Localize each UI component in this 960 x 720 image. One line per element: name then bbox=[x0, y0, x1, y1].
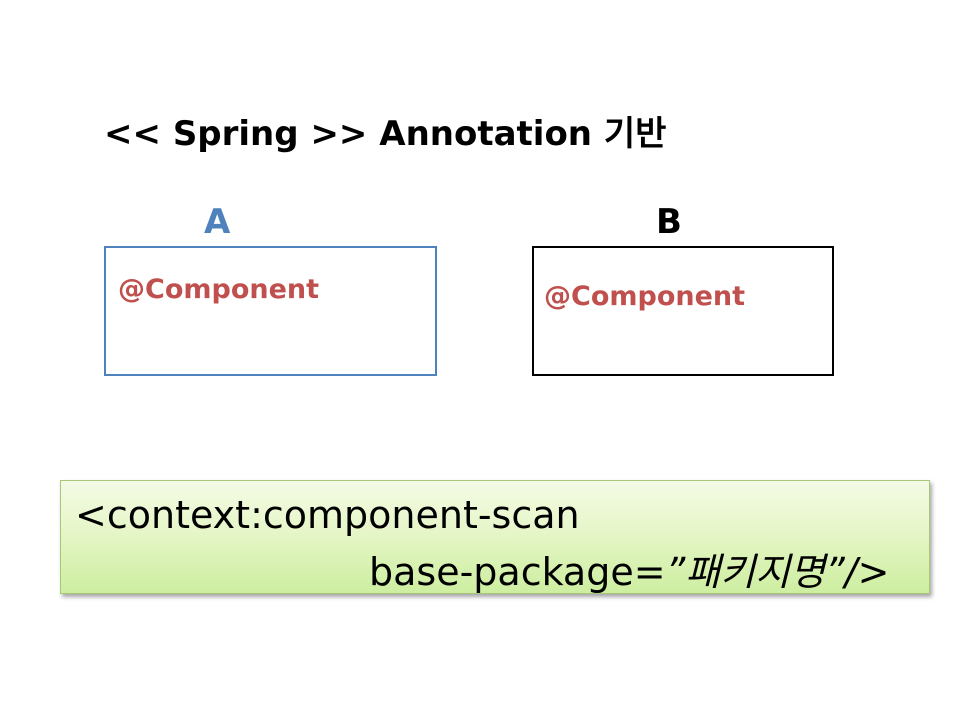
package-open-quote: ” bbox=[665, 550, 686, 594]
package-name-value: 패키지명 bbox=[685, 550, 826, 594]
box-a-label: A bbox=[204, 202, 231, 242]
box-b-label: B bbox=[656, 202, 682, 242]
component-a-annotation: @Component bbox=[118, 274, 320, 305]
slide-title: << Spring >> Annotation 기반 bbox=[104, 114, 667, 154]
component-scan-config-box: <context:component-scan base-package=”패키… bbox=[60, 480, 930, 594]
base-package-attribute: base-package=”패키지명”/> bbox=[369, 541, 889, 596]
component-box-b: @Component bbox=[532, 246, 834, 376]
base-package-attr-name: base-package= bbox=[369, 550, 666, 594]
component-box-a: @Component bbox=[104, 246, 437, 376]
package-close-quote: ”/> bbox=[825, 550, 890, 594]
component-b-annotation: @Component bbox=[544, 281, 746, 312]
component-scan-tag: <context:component-scan bbox=[75, 493, 580, 537]
